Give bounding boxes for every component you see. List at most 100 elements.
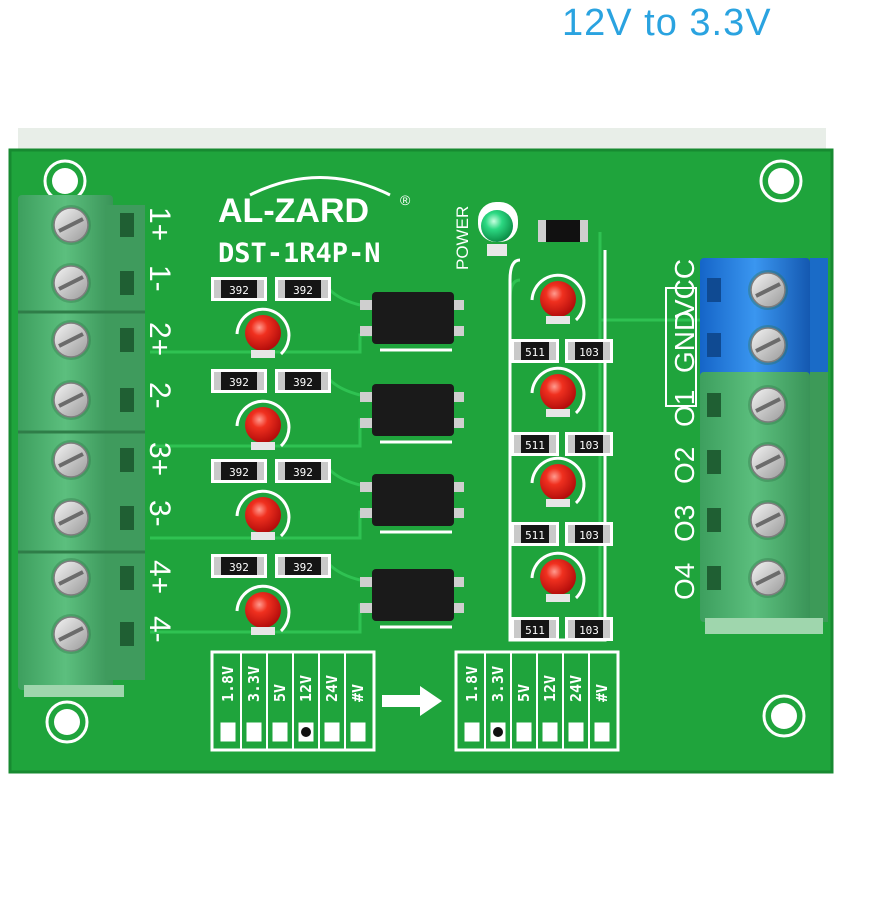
input-status-led xyxy=(235,399,291,450)
direction-arrow-icon xyxy=(382,686,442,716)
smd-resistor: 103 xyxy=(565,339,613,363)
resistor-code: 392 xyxy=(229,561,249,574)
optocoupler-chip xyxy=(360,384,464,444)
smd-resistor: 392 xyxy=(275,277,331,301)
terminal-screw-icon xyxy=(51,380,91,420)
terminal-screw-icon xyxy=(51,263,91,303)
resistor-code: 392 xyxy=(293,466,313,479)
input-pin-label: 1+ xyxy=(143,207,176,241)
jumper-pad xyxy=(272,722,288,742)
terminal-screw-icon xyxy=(51,320,91,360)
resistor-code: 511 xyxy=(525,346,545,359)
jumper-pad xyxy=(542,722,558,742)
jumper-pad xyxy=(220,722,236,742)
resistor-code: 511 xyxy=(525,624,545,637)
power-led xyxy=(478,202,518,256)
input-status-led xyxy=(235,489,291,540)
voltage-option-label: #V xyxy=(593,684,611,702)
terminal-screw-icon xyxy=(748,385,788,425)
resistor-code: 392 xyxy=(293,284,313,297)
input-status-led xyxy=(235,307,291,358)
jumper-pad xyxy=(246,722,262,742)
resistor-code: 392 xyxy=(229,376,249,389)
input-pin-label: 4+ xyxy=(143,560,176,594)
smd-resistor: 511 xyxy=(511,432,559,456)
input-pin-label: 2- xyxy=(143,382,176,409)
smd-resistor: 392 xyxy=(275,459,331,483)
terminal-wire-slot xyxy=(120,622,134,646)
terminal-screw-icon xyxy=(748,325,788,365)
optocoupler-chip xyxy=(360,292,464,352)
voltage-option-label: 12V xyxy=(541,675,559,702)
output-pin-label: O4 xyxy=(669,563,700,600)
voltage-option-label: 24V xyxy=(567,675,585,702)
terminal-wire-slot xyxy=(120,213,134,237)
input-pin-label: 3- xyxy=(143,500,176,527)
jumper-pad xyxy=(594,722,610,742)
resistor-code: 511 xyxy=(525,439,545,452)
output-status-led xyxy=(530,273,586,324)
resistor-code: 392 xyxy=(229,466,249,479)
terminal-screw-icon xyxy=(748,270,788,310)
terminal-wire-slot xyxy=(707,508,721,532)
input-pin-label: 2+ xyxy=(143,322,176,356)
smd-resistor: 392 xyxy=(211,277,267,301)
resistor-code: 392 xyxy=(293,376,313,389)
input-pin-label: 3+ xyxy=(143,442,176,476)
board-edge-shadow xyxy=(18,128,826,152)
terminal-wire-slot xyxy=(707,450,721,474)
smd-resistor: 392 xyxy=(211,459,267,483)
jumper-pad xyxy=(324,722,340,742)
voltage-option-label: 5V xyxy=(271,684,289,702)
voltage-option-label: 24V xyxy=(323,675,341,702)
smd-resistor: 103 xyxy=(565,432,613,456)
resistor-code: 511 xyxy=(525,529,545,542)
optocoupler-chip xyxy=(360,474,464,534)
jumper-selected-dot xyxy=(301,727,311,737)
brand-logo xyxy=(249,176,391,197)
terminal-wire-slot xyxy=(120,448,134,472)
resistor-code: 103 xyxy=(579,624,599,637)
voltage-option-label: 1.8V xyxy=(463,666,481,702)
smd-resistor: 103 xyxy=(565,617,613,641)
jumper-pad xyxy=(568,722,584,742)
terminal-screw-icon xyxy=(51,440,91,480)
terminal-screw-icon xyxy=(748,558,788,598)
output-status-led xyxy=(530,456,586,507)
resistor-code: 103 xyxy=(579,439,599,452)
model-number: DST-1R4P-N xyxy=(218,238,381,269)
brand-name: AL-ZARD xyxy=(218,192,369,230)
brand-registered-mark: ® xyxy=(400,192,411,208)
voltage-option-label: 3.3V xyxy=(489,666,507,702)
smd-resistor: 511 xyxy=(511,617,559,641)
smd-resistor: 392 xyxy=(275,369,331,393)
pcb-board xyxy=(10,150,832,772)
resistor-code: 392 xyxy=(229,284,249,297)
output-led-outline xyxy=(508,250,607,642)
smd-resistor: 511 xyxy=(511,339,559,363)
jumper-pad xyxy=(516,722,532,742)
smd-resistor: 103 xyxy=(565,522,613,546)
terminal-wire-slot xyxy=(120,566,134,590)
voltage-option-label: 5V xyxy=(515,684,533,702)
terminal-screw-icon xyxy=(51,498,91,538)
jumper-selected-dot xyxy=(493,727,503,737)
terminal-wire-slot xyxy=(120,271,134,295)
input-status-led xyxy=(235,584,291,635)
smd-resistor: 511 xyxy=(511,522,559,546)
terminal-screw-icon xyxy=(51,558,91,598)
terminal-wire-slot xyxy=(120,506,134,530)
output-pin-label: GND xyxy=(669,311,700,373)
output-status-led xyxy=(530,366,586,417)
input-pin-label: 1- xyxy=(143,265,176,292)
resistor-code: 103 xyxy=(579,529,599,542)
output-status-led xyxy=(530,551,586,602)
mounting-hole-bottom-right xyxy=(762,694,806,738)
terminal-wire-slot xyxy=(120,328,134,352)
input-pin-label: 4- xyxy=(143,616,176,643)
terminal-screw-icon xyxy=(51,614,91,654)
mounting-hole-top-right xyxy=(759,159,803,203)
voltage-option-label: 1.8V xyxy=(219,666,237,702)
voltage-option-label: 12V xyxy=(297,675,315,702)
